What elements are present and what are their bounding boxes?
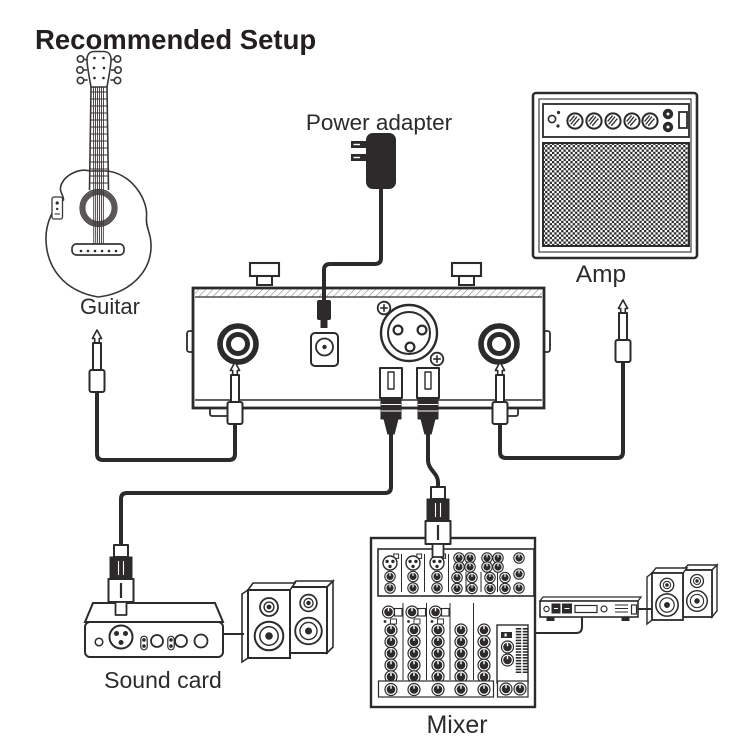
guitar-cable (95, 390, 237, 462)
rack-vent (615, 604, 628, 613)
sound-card-knob (174, 634, 188, 648)
cables (88, 133, 652, 635)
mixer-to-rack-line (535, 617, 583, 634)
monitor-speakers-left-pair (241, 579, 335, 664)
guitar-soundhole (80, 190, 117, 226)
monitor-speakers-right-pair (646, 563, 719, 626)
gain-switch (140, 635, 148, 651)
monitor-speaker (681, 563, 719, 619)
mixer-master-section (496, 624, 529, 698)
power-adapter-body (366, 133, 396, 189)
tuner-peg (114, 66, 123, 75)
rack-foot (621, 616, 630, 621)
amp-power-switch (678, 111, 688, 129)
xlr-cable-to-mixer (426, 433, 440, 488)
guitar-strings (93, 86, 104, 249)
amp-label: Amp (576, 261, 626, 288)
guitar-label: Guitar (80, 294, 140, 319)
mixer-label: Mixer (426, 711, 487, 739)
xlr-pin (404, 341, 416, 353)
amp-illustration (531, 91, 699, 260)
tuner-peg (76, 76, 85, 85)
tuner-peg (113, 76, 122, 85)
amp-knob (641, 112, 659, 130)
rack-knob (600, 605, 608, 613)
sound-card-illustration (83, 602, 225, 658)
xlr-output (376, 300, 445, 367)
guitar-neck (88, 86, 110, 191)
xlr-pin (416, 324, 428, 336)
tuner-peg (113, 54, 122, 63)
amp-knob (585, 112, 603, 130)
input-jack-left (217, 323, 259, 365)
top-knob-right (450, 261, 483, 278)
sound-card-xlr-input (108, 624, 134, 650)
dc-input-jack (310, 332, 339, 367)
amp-input-jack-icon (547, 110, 561, 128)
dc-plug (317, 300, 331, 320)
top-knob-left (248, 261, 281, 278)
screw-icon (429, 351, 445, 367)
amp-knob (566, 112, 584, 130)
rack-display (574, 604, 598, 614)
power-cord (322, 188, 383, 301)
guitar-bridge (71, 243, 125, 256)
monitor-speaker (241, 582, 297, 664)
rack-foot (546, 616, 555, 621)
sound-card-knob (193, 633, 209, 649)
amp-knob (623, 112, 641, 130)
mixer-illustration (369, 536, 537, 709)
screw-icon (376, 300, 392, 316)
gain-switch (167, 635, 175, 651)
amp-speaker-grille (542, 142, 690, 247)
headphone-jack (94, 637, 104, 647)
power-adapter-illustration (317, 133, 396, 328)
preamp-pedal-illustration (186, 261, 551, 417)
guitar-headstock (76, 50, 123, 88)
guitar-body (45, 169, 152, 298)
power-adapter-label: Power adapter (306, 110, 453, 135)
mixer-channel-gain-row (381, 605, 450, 625)
tuner-peg (76, 66, 85, 75)
pedal-top-edge (195, 289, 542, 297)
sound-card-label: Sound card (104, 667, 222, 693)
rack-amp-illustration (538, 596, 643, 621)
tuner-peg (76, 54, 85, 63)
xlr-cable-to-sound-card (119, 433, 393, 546)
sound-card-knob (150, 634, 164, 648)
amp-knob (604, 112, 622, 130)
guitar-illustration (45, 50, 152, 298)
mixer-knob-grid (377, 623, 495, 698)
output-jack-right (478, 323, 520, 365)
monitor-speaker (646, 567, 689, 626)
rack-knob (543, 605, 550, 613)
xlr-pin (392, 324, 404, 336)
monitor-speaker (288, 579, 335, 655)
amp-cable (498, 360, 625, 460)
page-title: Recommended Setup (35, 24, 316, 55)
